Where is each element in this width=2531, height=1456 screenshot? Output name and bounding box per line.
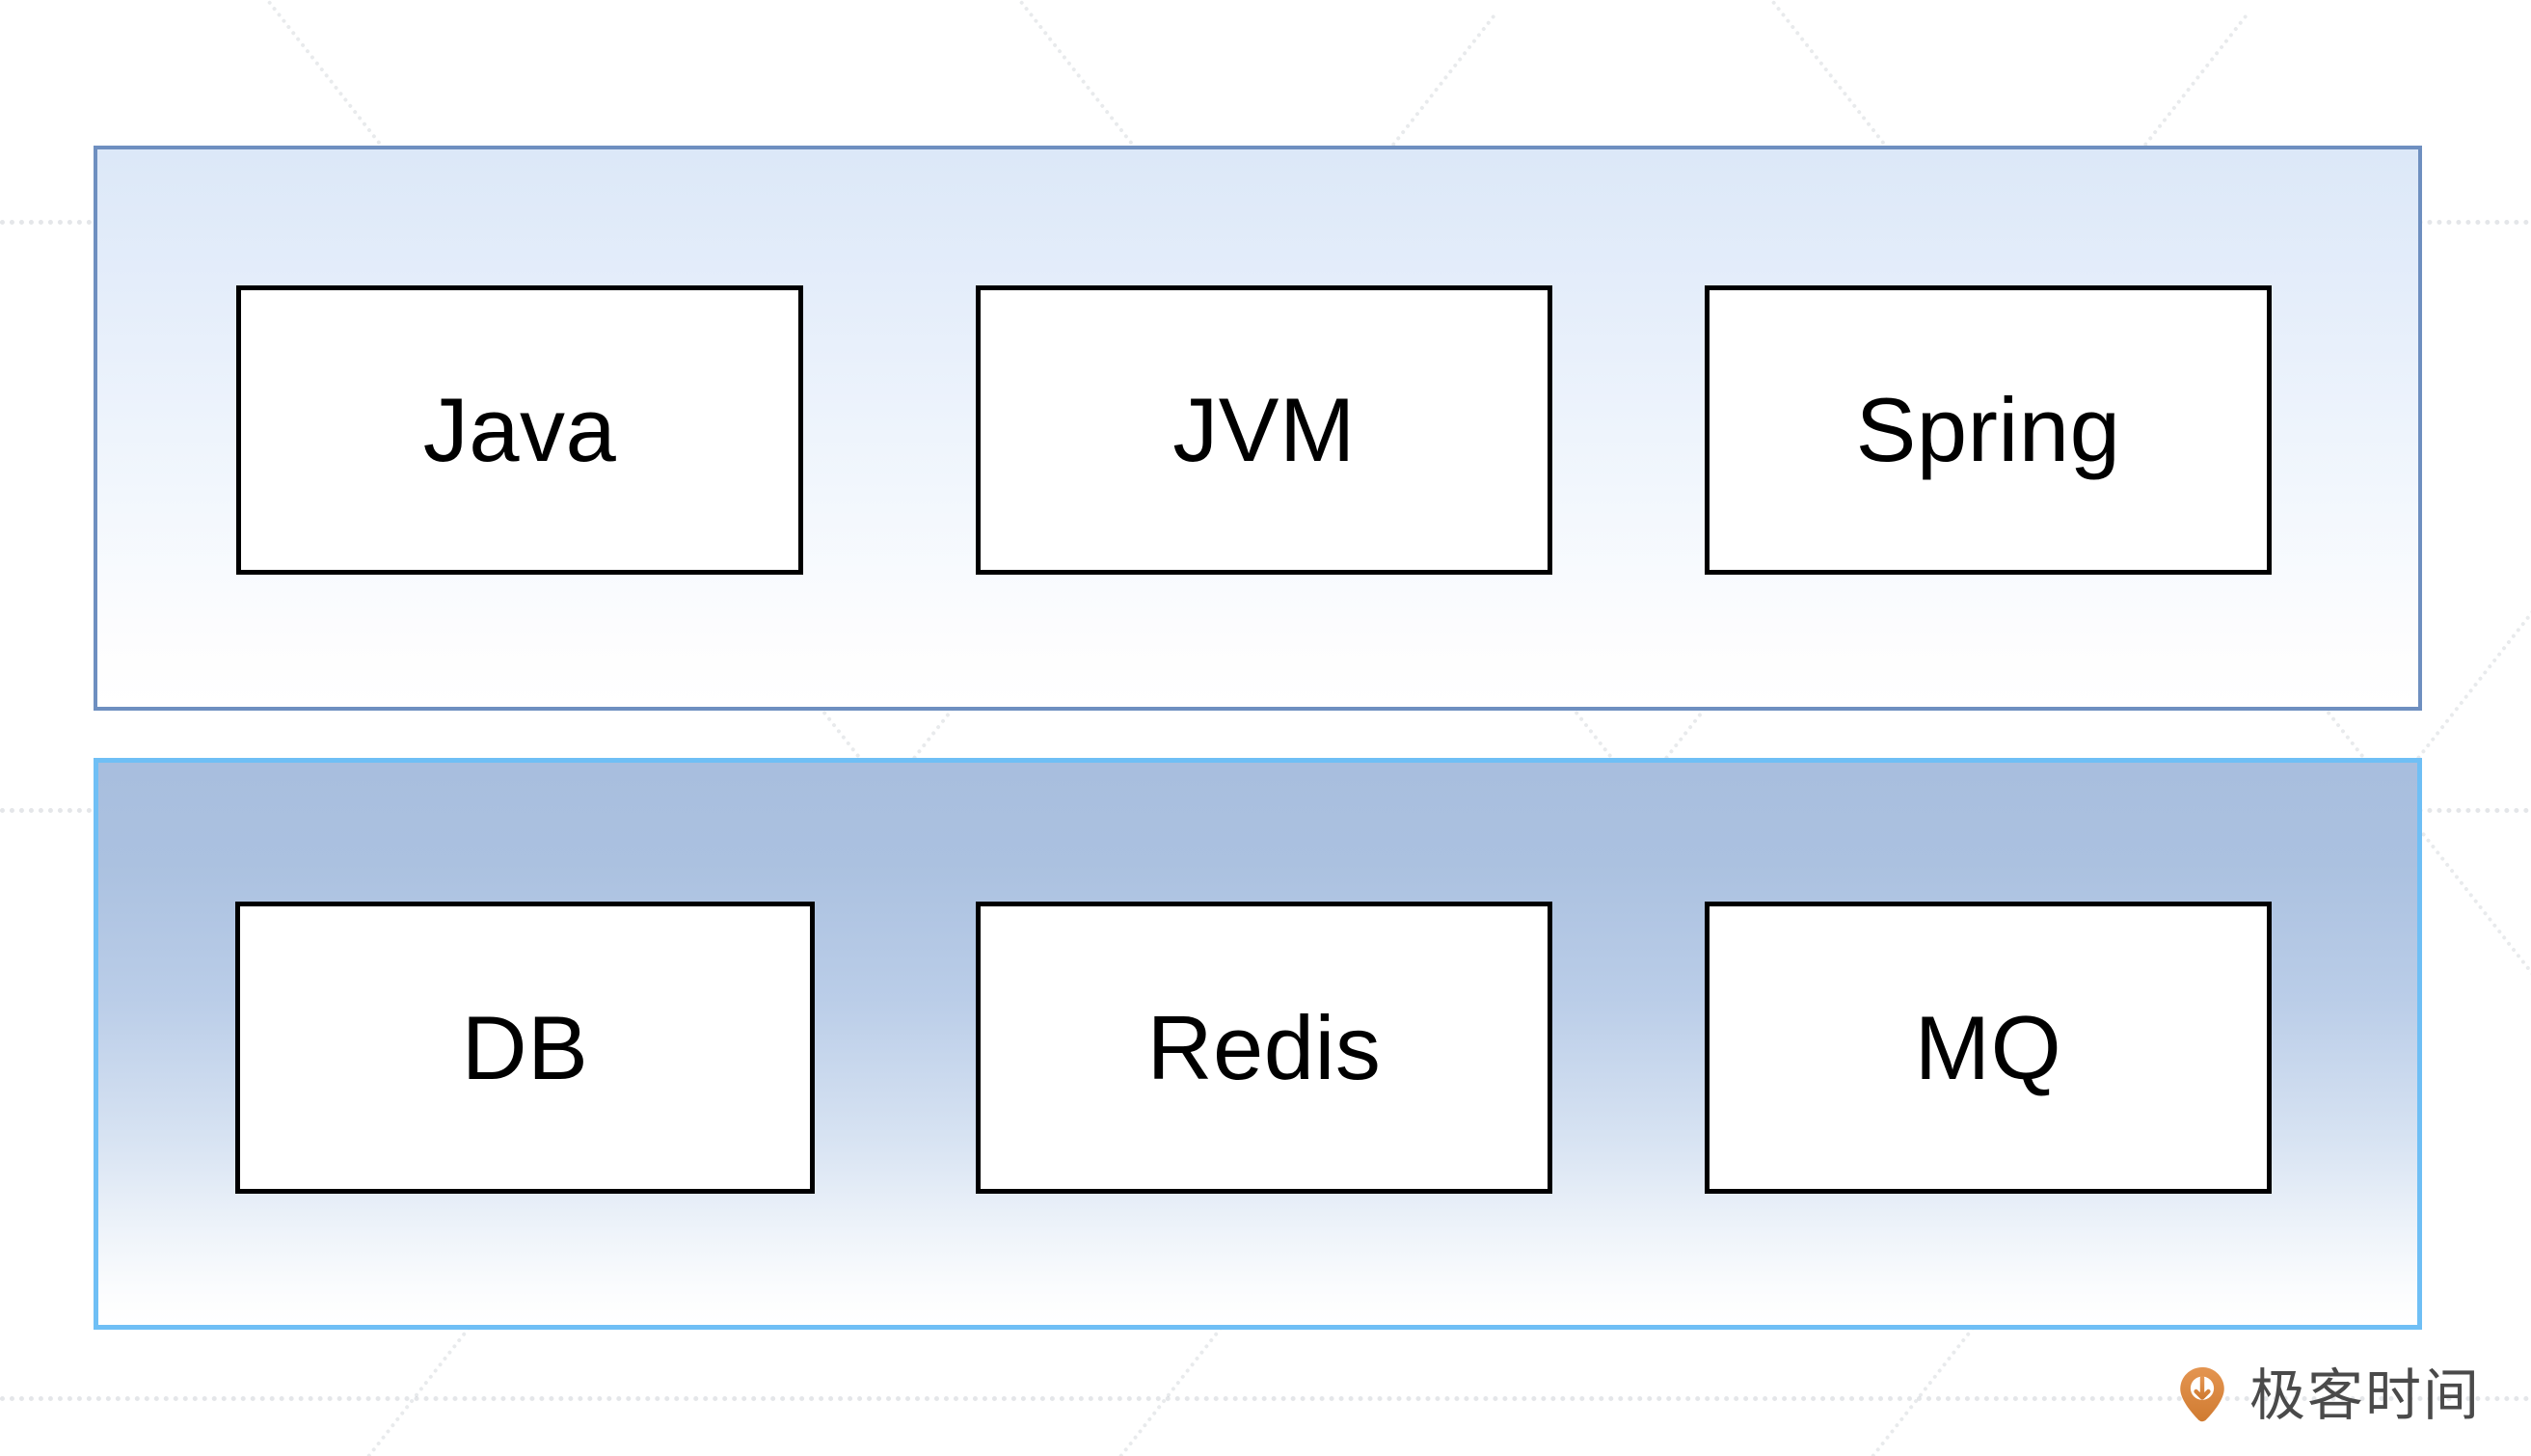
- brand-logo: 极客时间: [2172, 1365, 2481, 1425]
- component-box-mq[interactable]: MQ: [1705, 902, 2272, 1194]
- component-box-java[interactable]: Java: [236, 285, 803, 575]
- component-box-redis[interactable]: Redis: [976, 902, 1552, 1194]
- geektime-pin-icon: [2172, 1365, 2232, 1425]
- component-box-db[interactable]: DB: [235, 902, 815, 1194]
- component-box-spring[interactable]: Spring: [1705, 285, 2272, 575]
- component-box-jvm[interactable]: JVM: [976, 285, 1552, 575]
- watermark-dotted-line-horizontal: [0, 1396, 2531, 1401]
- component-label-db: DB: [461, 996, 589, 1098]
- brand-label: 极客时间: [2248, 1362, 2481, 1428]
- component-label-java: Java: [422, 379, 617, 480]
- component-label-jvm: JVM: [1172, 379, 1356, 480]
- component-label-spring: Spring: [1855, 379, 2121, 480]
- component-label-mq: MQ: [1914, 996, 2062, 1098]
- component-label-redis: Redis: [1146, 996, 1382, 1098]
